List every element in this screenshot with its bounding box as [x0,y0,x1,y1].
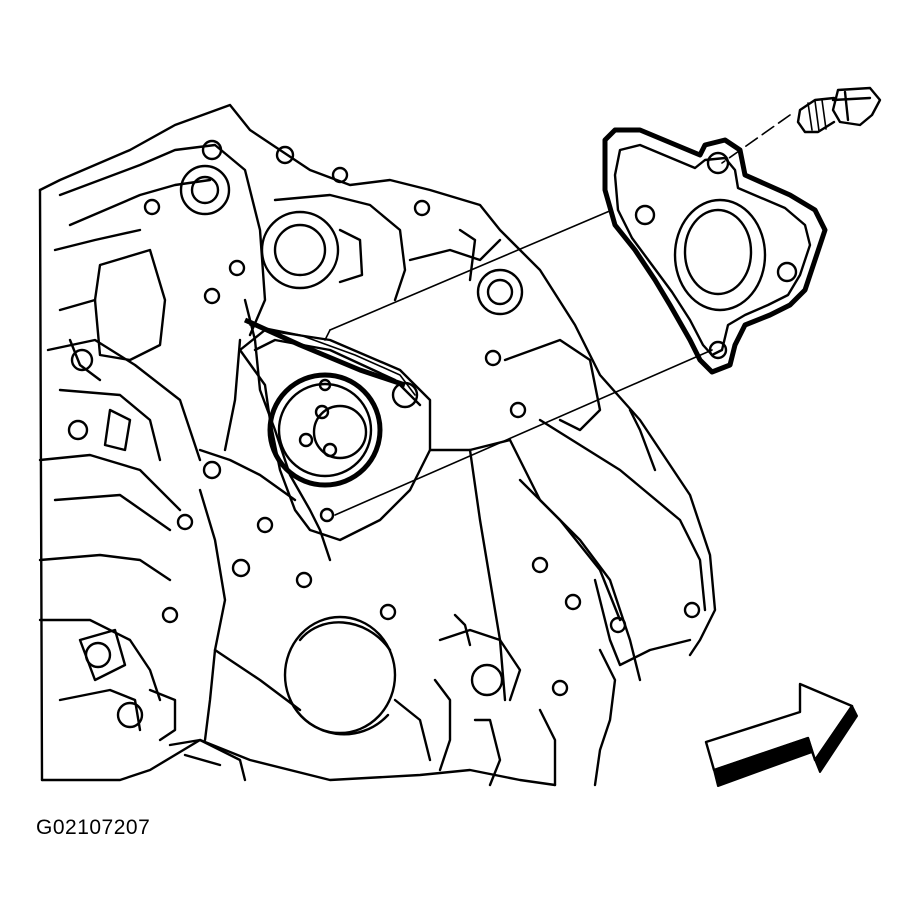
figure-id-label: G02107207 [36,816,151,839]
freeze-plug [283,615,397,736]
alignment-lines [324,114,791,516]
bolt [796,86,882,134]
engine-block [38,103,717,787]
gasket-plate [602,127,828,375]
front-direction-arrow-icon [704,682,858,787]
